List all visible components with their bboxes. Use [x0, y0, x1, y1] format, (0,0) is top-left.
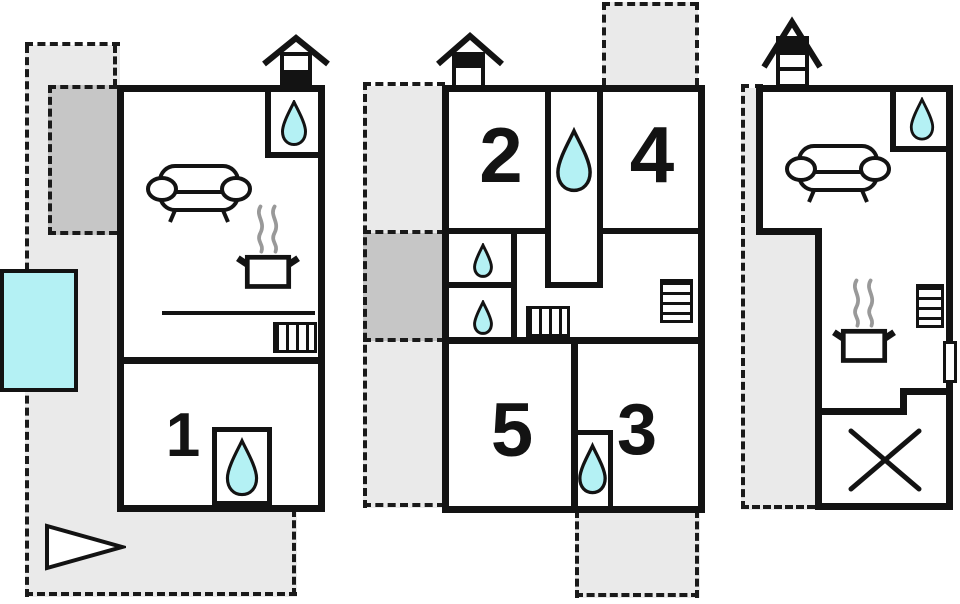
- shower-cabin-wall: [571, 430, 613, 506]
- interior-wall: [545, 282, 603, 288]
- stove-pot-icon: [832, 278, 896, 363]
- interior-wall: [449, 282, 511, 288]
- interior-wall: [124, 357, 318, 364]
- pool-icon: [0, 269, 78, 392]
- dash-mid-top-top: [602, 2, 698, 6]
- sofa-icon: [146, 164, 252, 223]
- dash-right-side: [741, 84, 745, 509]
- dash-right-top: [741, 84, 763, 88]
- stove-pot-icon: [236, 204, 300, 289]
- water-drop-icon: [280, 100, 308, 147]
- chimney-icon: [262, 34, 330, 88]
- chimney-icon: [761, 16, 823, 86]
- dash-left-top: [25, 42, 120, 46]
- dash-left-upper-right: [113, 45, 117, 87]
- water-drop-icon: [473, 300, 493, 335]
- staircase-x-icon: [848, 428, 922, 492]
- dash-left-bottom: [25, 592, 297, 596]
- kitchen-counter-line: [162, 311, 315, 315]
- chimney-icon: [436, 32, 504, 88]
- terrace-mid-left-dark: [363, 233, 445, 341]
- water-drop-icon: [225, 437, 259, 497]
- terrace-left-bottom: [120, 509, 297, 597]
- dash-mid-bottom-right: [695, 510, 699, 598]
- water-drop-icon: [578, 441, 607, 495]
- interior-wall: [545, 92, 551, 288]
- interior-wall: [571, 344, 578, 506]
- room-1-label: 1: [165, 401, 201, 470]
- dash-mid-top-right: [695, 2, 699, 86]
- terrace-mid-top: [602, 2, 698, 86]
- interior-wall: [822, 408, 907, 415]
- room-2-label: 2: [479, 111, 523, 199]
- dash-right-bottom: [741, 505, 815, 509]
- interior-wall: [603, 228, 698, 234]
- water-drop-icon: [909, 97, 935, 141]
- radiator-icon: [526, 306, 570, 337]
- radiator-icon: [660, 279, 693, 323]
- door-marker: [943, 341, 957, 383]
- interior-wall: [511, 228, 517, 343]
- sofa-icon: [785, 144, 891, 203]
- interior-wall: [449, 337, 698, 344]
- room-3-label: 3: [616, 390, 658, 470]
- interior-wall: [900, 388, 907, 415]
- terrace-right-lower: [741, 235, 815, 510]
- radiator-icon: [916, 284, 944, 328]
- water-drop-icon: [556, 126, 592, 193]
- building-right-step-wall: [756, 228, 822, 235]
- terrace-left-dark-patch: [48, 85, 117, 235]
- interior-wall: [900, 388, 946, 395]
- dash-mid-left-top: [363, 82, 445, 86]
- interior-wall: [449, 228, 545, 234]
- dash-mid-left-div1: [363, 230, 445, 234]
- room-5-label: 5: [490, 388, 534, 473]
- dash-mid-left-bottom: [363, 503, 445, 507]
- terrace-mid-left-lower: [363, 341, 445, 508]
- terrace-mid-bottom: [575, 510, 700, 598]
- entrance-arrow-icon: [45, 523, 126, 571]
- dash-mid-left-div2: [363, 338, 445, 342]
- water-drop-icon: [473, 243, 493, 278]
- dash-mid-left-side: [363, 82, 367, 508]
- room-4-label: 4: [629, 110, 675, 199]
- dash-mid-top-left: [602, 2, 606, 86]
- radiator-icon: [273, 322, 317, 353]
- dash-mid-bottom-bottom: [575, 593, 699, 597]
- shower-room-wall: [890, 92, 946, 152]
- terrace-mid-left-upper: [363, 86, 445, 233]
- dash-left-lower-right: [292, 509, 296, 596]
- dash-mid-bottom-left: [575, 510, 579, 598]
- shower-room-wall: [265, 92, 318, 158]
- interior-wall: [597, 92, 603, 288]
